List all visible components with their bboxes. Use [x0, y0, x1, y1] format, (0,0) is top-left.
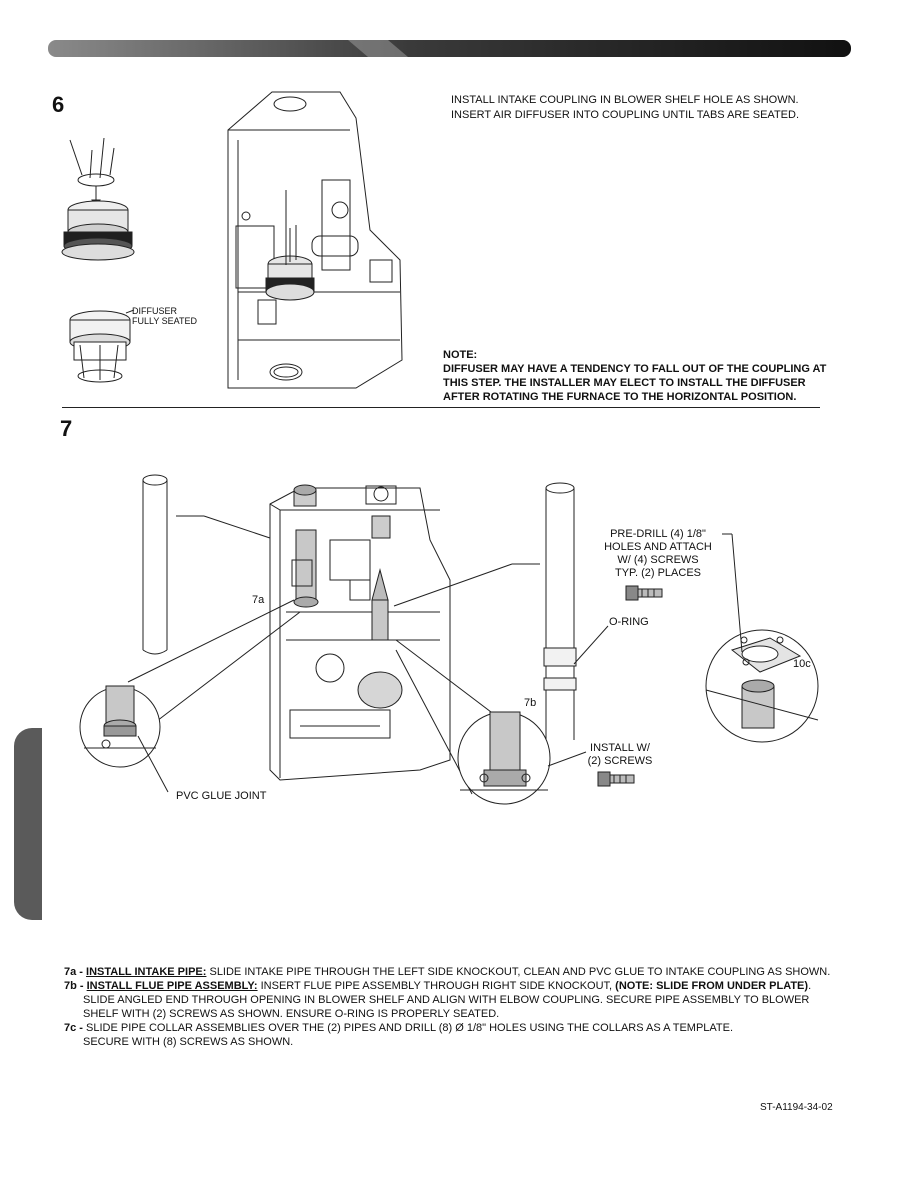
predrill-label-1: PRE-DRILL (4) 1/8" [610, 528, 706, 540]
step-7b-line-3: SHELF WITH (2) SCREWS AS SHOWN. ENSURE O… [83, 1008, 500, 1020]
coupling-drawing [61, 200, 135, 261]
leader-line [573, 625, 609, 665]
step-7-illustration [79, 474, 819, 805]
install-screws-label-2: (2) SCREWS [587, 755, 653, 767]
pvc-joint-detail-drawing [79, 685, 169, 793]
note-line-1: DIFFUSER MAY HAVE A TENDENCY TO FALL OUT… [443, 363, 827, 375]
label-7a: 7a [252, 594, 265, 606]
predrill-label-4: TYP. (2) PLACES [615, 567, 701, 579]
furnace-cutaway-drawing [227, 91, 403, 389]
screw-icon [625, 585, 663, 601]
step-7c-line-2: SECURE WITH (8) SCREWS AS SHOWN. [83, 1036, 294, 1048]
leader-line [131, 611, 301, 741]
document-code: ST-A1194-34-02 [760, 1102, 833, 1113]
predrill-label-2: HOLES AND ATTACH [604, 541, 712, 553]
diffuser-label-1: DIFFUSER [132, 306, 177, 316]
section-divider [62, 407, 820, 408]
furnace-body-drawing [269, 484, 451, 781]
step-6-number: 6 [52, 92, 65, 117]
step-7-instructions: 7a - INSTALL INTAKE PIPE: SLIDE INTAKE P… [64, 965, 864, 1049]
note-line-3: AFTER ROTATING THE FURNACE TO THE HORIZO… [443, 391, 797, 403]
step-6-illustration [61, 91, 403, 389]
step-6-instruction-1: INSTALL INTAKE COUPLING IN BLOWER SHELF … [451, 94, 799, 106]
side-tab [14, 728, 42, 920]
step-7-number: 7 [60, 416, 73, 441]
install-screws-label-1: INSTALL W/ [590, 742, 650, 754]
step-7b-line-2: SLIDE ANGLED END THROUGH OPENING IN BLOW… [83, 994, 810, 1006]
label-10c: 10c [793, 658, 811, 670]
flue-pipe-drawing [393, 482, 577, 740]
flue-screws-detail-drawing [457, 711, 587, 805]
header-bar [48, 40, 851, 57]
predrill-label-3: W/ (4) SCREWS [617, 554, 699, 566]
note-title: NOTE: [443, 349, 478, 361]
note-line-2: THIS STEP. THE INSTALLER MAY ELECT TO IN… [443, 377, 806, 389]
seated-diffuser-drawing [69, 309, 135, 383]
step-7b-text: 7b - INSTALL FLUE PIPE ASSEMBLY: INSERT … [64, 980, 812, 992]
oring-label: O-RING [609, 616, 649, 628]
diffuser-tabs-drawing [69, 137, 115, 187]
step-6-instruction-2: INSERT AIR DIFFUSER INTO COUPLING UNTIL … [451, 109, 799, 121]
diffuser-label-2: FULLY SEATED [132, 316, 198, 326]
intake-pipe-drawing [142, 474, 168, 655]
step-7a-text: 7a - INSTALL INTAKE PIPE: SLIDE INTAKE P… [64, 966, 831, 978]
collar-detail-drawing [705, 533, 819, 743]
step-7c-text: 7c - SLIDE PIPE COLLAR ASSEMBLIES OVER T… [64, 1022, 734, 1034]
label-7b: 7b [524, 697, 537, 709]
pvc-glue-joint-label: PVC GLUE JOINT [176, 790, 267, 802]
screw-icon [597, 771, 635, 787]
leader-line [127, 599, 295, 683]
